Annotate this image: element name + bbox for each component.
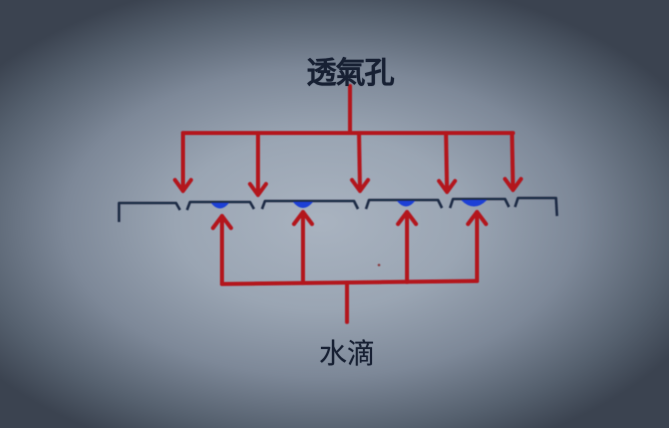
- down-arrow-2: [248, 131, 268, 197]
- surface-segment-3: [260, 199, 360, 210]
- water-droplets-label: 水滴: [318, 337, 376, 370]
- surface-segment-4: [364, 198, 444, 210]
- bottom-bar: [220, 279, 479, 286]
- surface-membrane: [117, 196, 559, 222]
- down-arrow-1: [173, 131, 193, 193]
- speck: [377, 263, 381, 267]
- breathable-holes-label: 透氣孔: [306, 56, 395, 91]
- up-arrow-4: [466, 210, 488, 283]
- up-arrow-1: [211, 214, 233, 286]
- surface-segment-2: [185, 200, 256, 211]
- droplet-icon: [293, 202, 313, 208]
- down-arrow-5: [503, 131, 523, 192]
- up-arrow-2: [292, 210, 314, 285]
- droplet-icon: [397, 201, 415, 207]
- droplet-icon: [211, 203, 229, 209]
- bottom-arrow-group: [211, 210, 488, 324]
- water-droplets: [211, 200, 487, 209]
- down-arrow-3: [350, 131, 370, 193]
- top-arrow-group: [173, 84, 523, 197]
- up-arrow-3: [396, 210, 418, 284]
- down-arrow-4: [437, 131, 457, 194]
- surface-segment-6: [513, 196, 559, 217]
- surface-segment-1: [117, 201, 182, 222]
- droplet-icon: [461, 200, 487, 207]
- surface-segment-5: [448, 197, 511, 209]
